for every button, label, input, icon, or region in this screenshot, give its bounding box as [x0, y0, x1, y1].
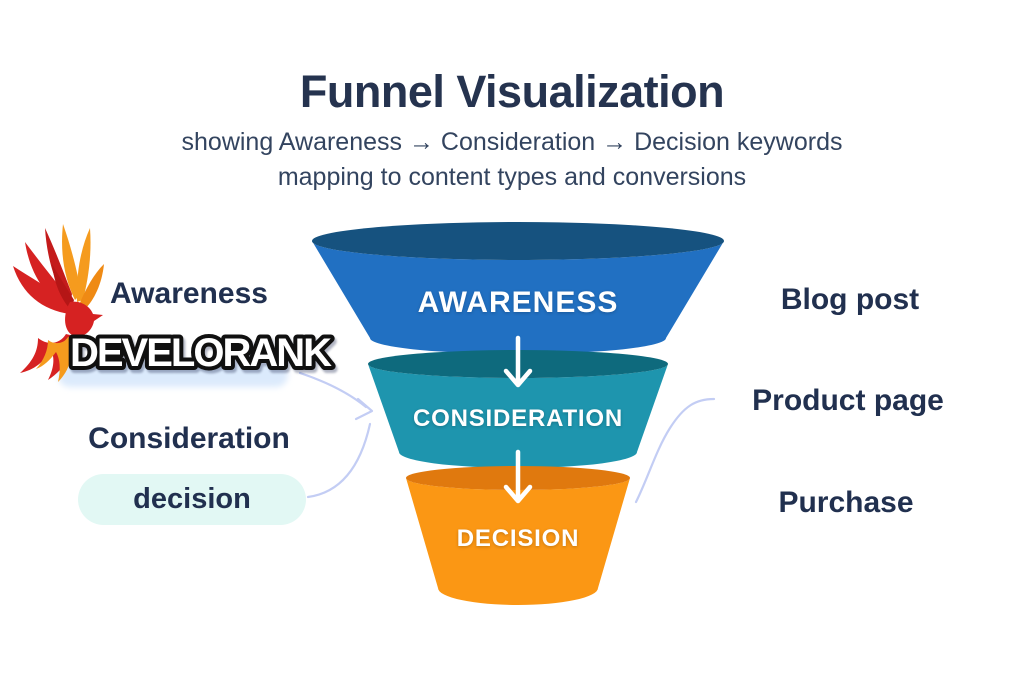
- content-label-blog-post: Blog post: [780, 283, 920, 316]
- logo-glow-band: [58, 362, 288, 387]
- connector-arrow-icon: [354, 397, 374, 421]
- brand-logotype: DEVELORANK: [70, 331, 332, 375]
- content-label-product-page: Product page: [752, 384, 944, 417]
- keyword-pill-decision-label: decision: [133, 483, 251, 515]
- funnel-label-consideration: CONSIDERATION: [413, 405, 623, 432]
- subtitle-line-1: showing Awareness → Consideration → Deci…: [181, 128, 843, 156]
- funnel-label-awareness: AWARENESS: [417, 286, 619, 319]
- connector-line-decision-to-funnel: [306, 422, 372, 499]
- connector-line-logo-to-funnel: [298, 371, 368, 409]
- keyword-label-consideration: Consideration: [88, 422, 290, 455]
- funnel-label-decision: DECISION: [456, 525, 580, 552]
- content-label-purchase: Purchase: [778, 486, 914, 519]
- page-title: Funnel Visualization: [299, 66, 725, 117]
- funnel-stage-awareness: [312, 222, 724, 354]
- down-arrow-icon: [503, 449, 533, 504]
- phoenix-icon: [13, 224, 104, 382]
- subtitle-line-2: mapping to content types and conversions: [277, 163, 747, 191]
- keyword-label-awareness: Awareness: [110, 277, 268, 310]
- keyword-pill-decision: decision: [78, 474, 306, 525]
- down-arrow-icon: [503, 335, 533, 388]
- connector-line-funnel-to-product-page: [634, 397, 716, 504]
